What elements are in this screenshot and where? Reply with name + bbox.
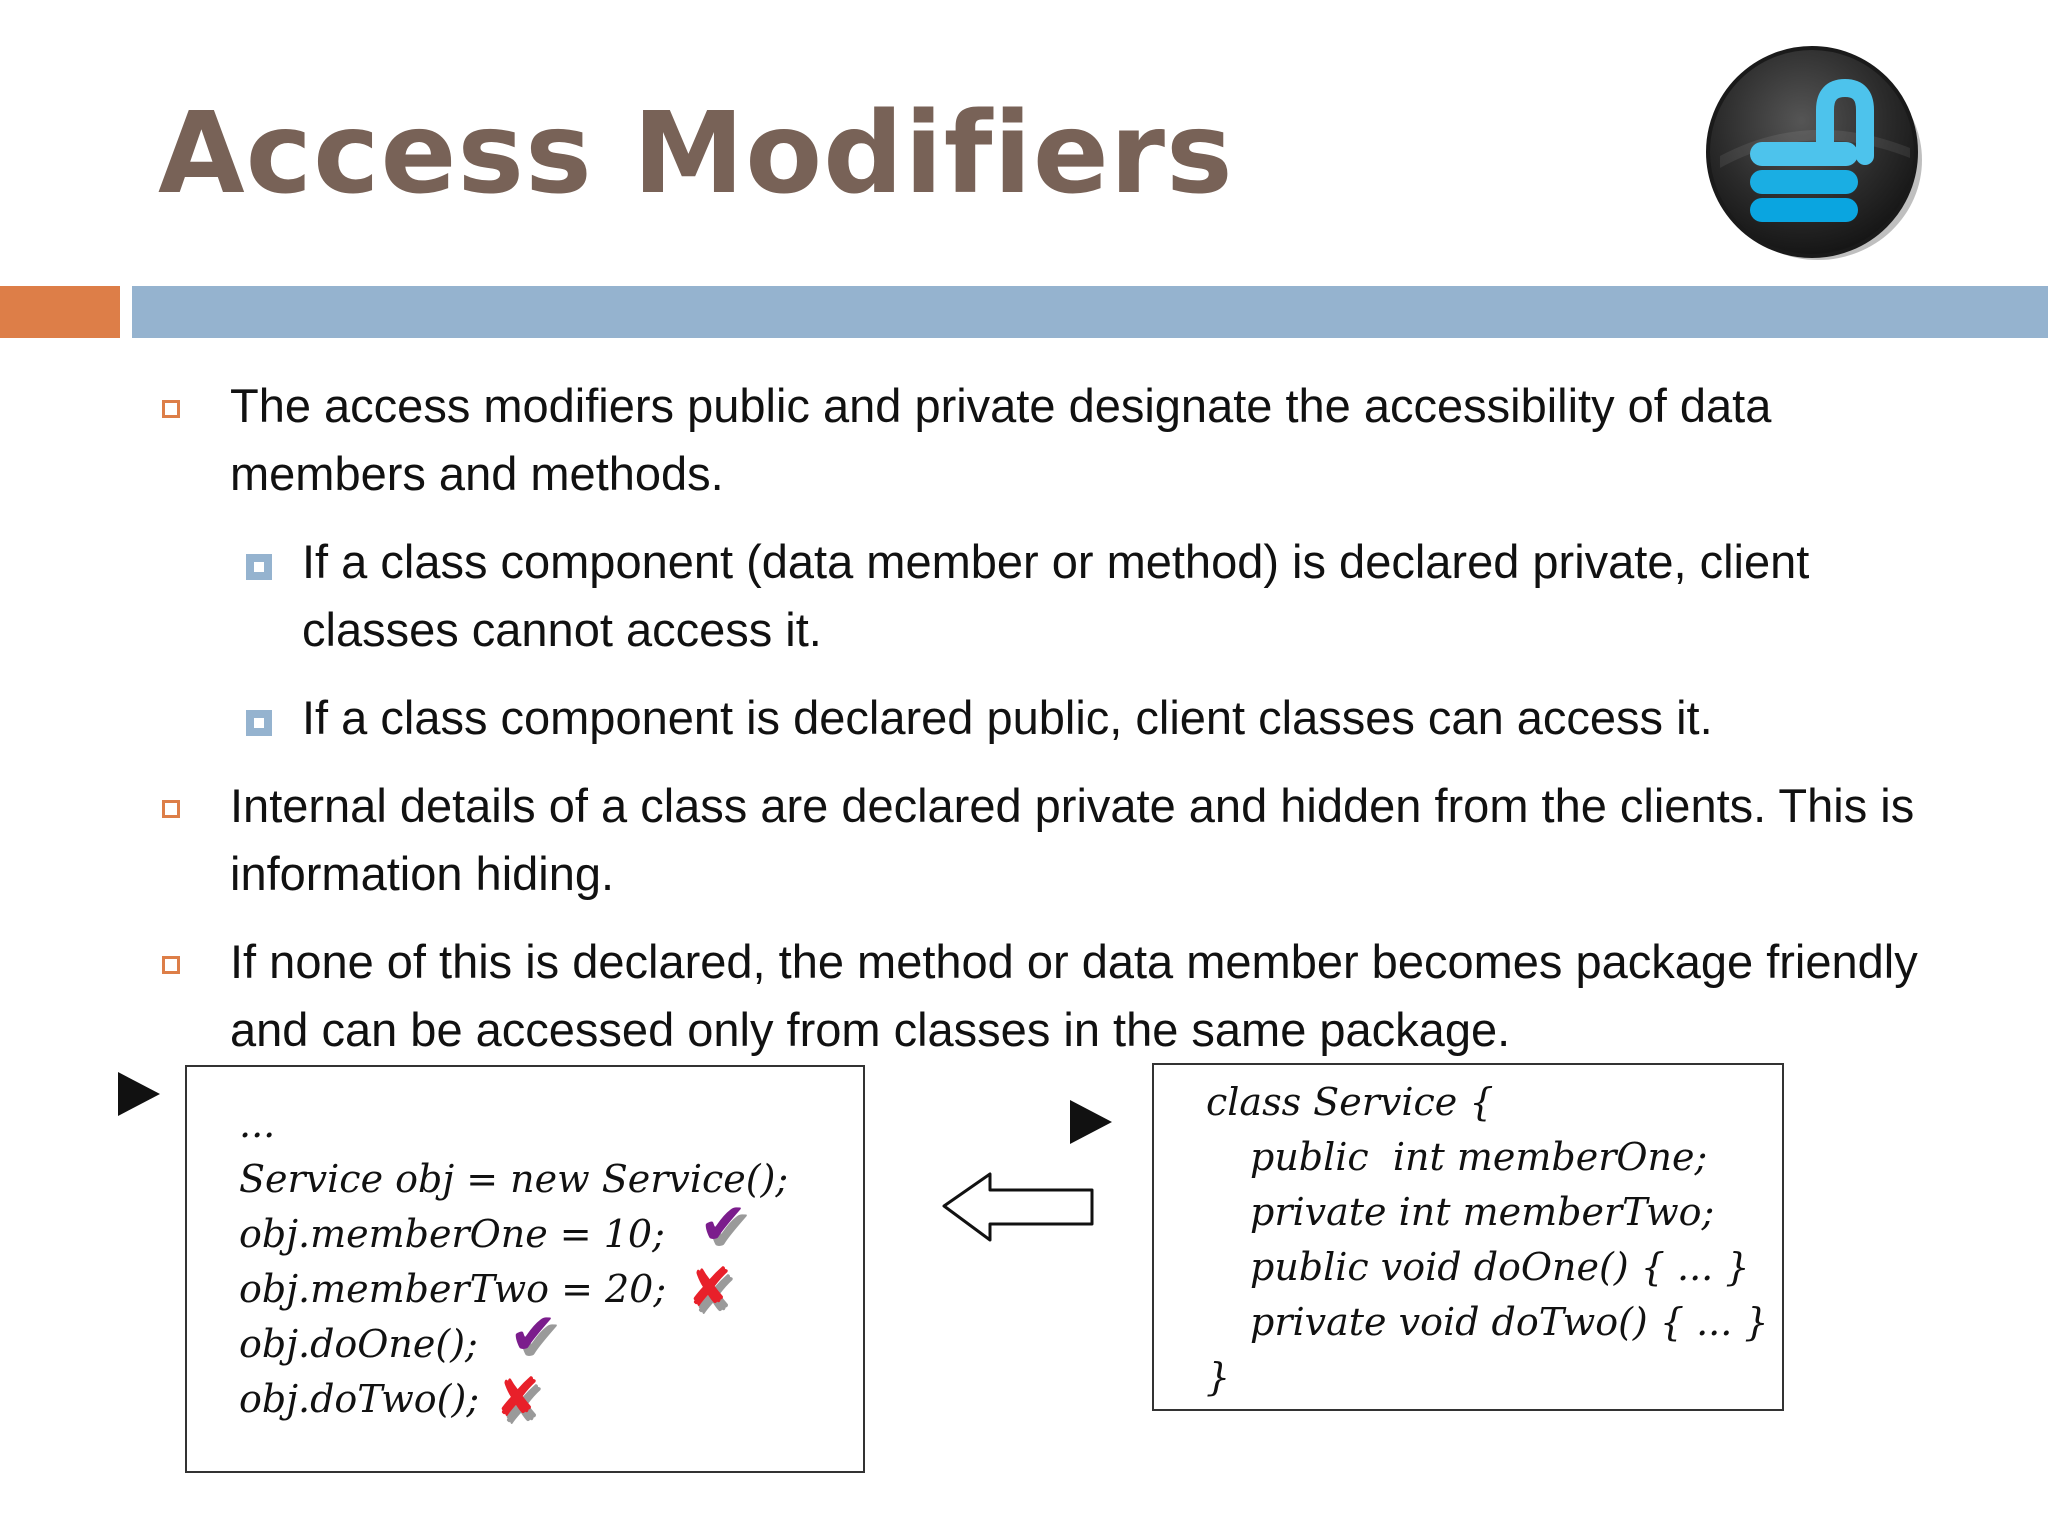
code-line: public int memberOne; bbox=[1250, 1135, 1708, 1179]
cross-mark-icon: ✘ bbox=[495, 1366, 541, 1429]
sub-bullet-text: If a class component (data member or met… bbox=[302, 535, 1810, 656]
sub-bullet-item: If a class component (data member or met… bbox=[158, 528, 1978, 664]
pointer-triangle-icon bbox=[1070, 1100, 1112, 1144]
code-line: public void doOne() { ... } bbox=[1250, 1245, 1750, 1289]
left-arrow-icon bbox=[942, 1172, 1094, 1242]
accent-bar-blue bbox=[132, 286, 2048, 338]
check-mark-icon: ✔ bbox=[699, 1190, 748, 1258]
bullet-item: The access modifiers public and private … bbox=[158, 372, 1978, 508]
accent-bar-orange bbox=[0, 286, 120, 338]
bullet-text: If none of this is declared, the method … bbox=[230, 935, 1918, 1056]
square-bullet-icon bbox=[162, 400, 180, 418]
code-line: private void doTwo() { ... } bbox=[1250, 1300, 1769, 1344]
client-code-box: ... Service obj = new Service(); obj.mem… bbox=[185, 1065, 865, 1473]
pointer-triangle-icon bbox=[118, 1072, 160, 1116]
bullet-item: Internal details of a class are declared… bbox=[158, 772, 1978, 908]
code-line: obj.memberOne = 10;✔ bbox=[239, 1190, 748, 1258]
code-line: obj.memberTwo = 20;✘ bbox=[239, 1256, 733, 1319]
service-class-code-box: class Service { public int memberOne; pr… bbox=[1152, 1063, 1784, 1411]
code-line: ... bbox=[239, 1102, 276, 1146]
code-line: class Service { bbox=[1206, 1080, 1494, 1124]
code-line: obj.doOne();✔ bbox=[239, 1300, 558, 1368]
square-bullet-icon bbox=[162, 800, 180, 818]
bullet-text: The access modifiers public and private … bbox=[230, 379, 1772, 500]
filled-square-bullet-icon bbox=[246, 710, 272, 736]
bullet-text: Internal details of a class are declared… bbox=[230, 779, 1915, 900]
check-mark-icon: ✔ bbox=[509, 1300, 558, 1368]
slide-title: Access Modifiers bbox=[158, 89, 1234, 219]
code-line: obj.doTwo();✘ bbox=[239, 1366, 541, 1429]
code-line: Service obj = new Service(); bbox=[239, 1157, 789, 1201]
filled-square-bullet-icon bbox=[246, 554, 272, 580]
code-line: private int memberTwo; bbox=[1250, 1190, 1715, 1234]
sub-bullet-item: If a class component is declared public,… bbox=[158, 684, 1978, 752]
bullet-item: If none of this is declared, the method … bbox=[158, 928, 1978, 1064]
cross-mark-icon: ✘ bbox=[687, 1256, 733, 1319]
code-line: } bbox=[1206, 1355, 1231, 1399]
unlocked-padlock-icon bbox=[1700, 38, 1930, 268]
sub-bullet-text: If a class component is declared public,… bbox=[302, 691, 1713, 744]
bullet-list: The access modifiers public and private … bbox=[158, 372, 1978, 1084]
square-bullet-icon bbox=[162, 956, 180, 974]
